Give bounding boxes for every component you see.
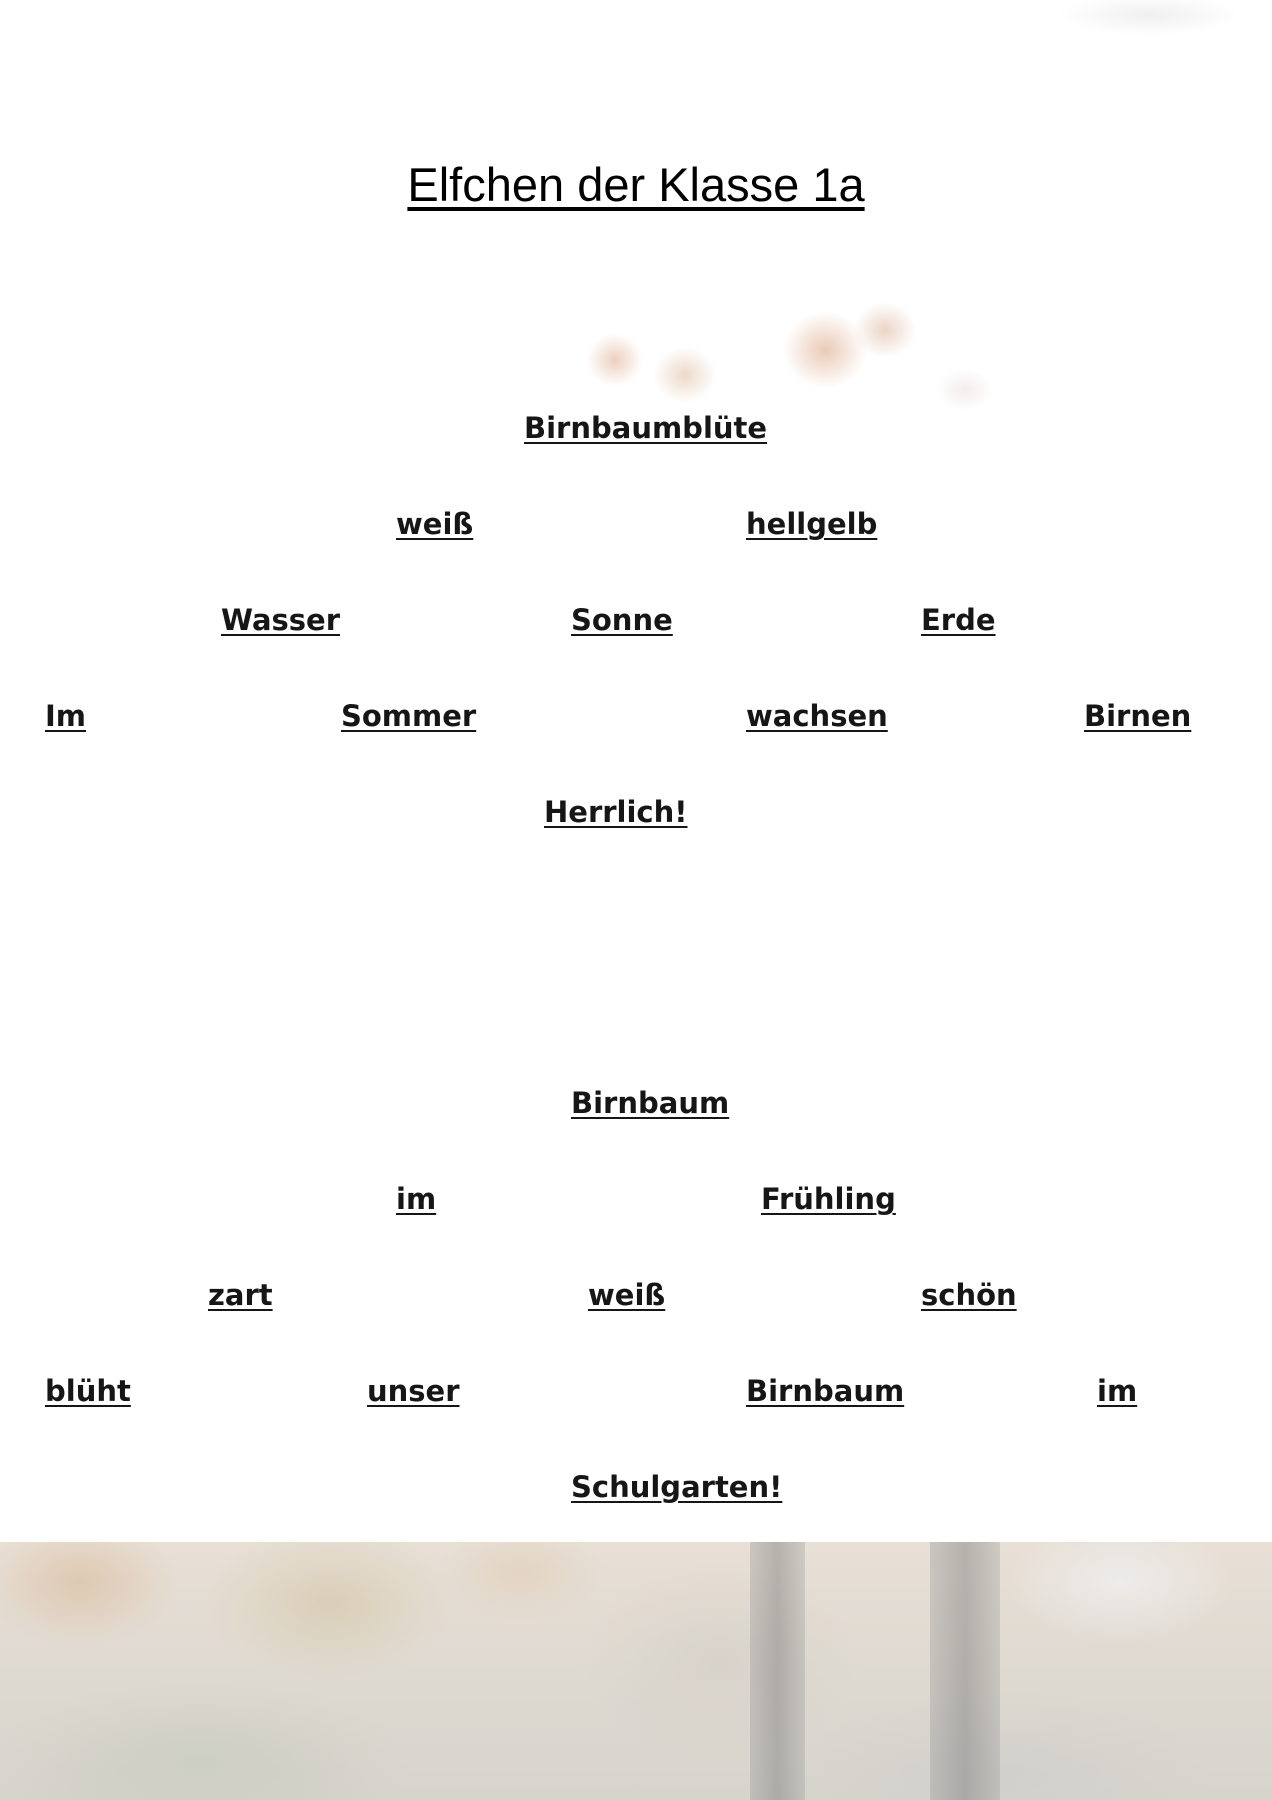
poem-1-line-4-word-2: Sommer [341,699,477,733]
background-photo-bottom [0,1542,1272,1800]
poem-2-line-3-word-3: schön [921,1278,1017,1312]
poem-2-line-4-word-4: im [1097,1374,1138,1408]
page-title: Elfchen der Klasse 1a [407,158,865,211]
poem-1-line-3-word-3: Erde [921,603,996,637]
poem-2-line-5-word-1: Schulgarten! [571,1470,783,1504]
background-tree-trunk [930,1542,1000,1800]
background-tree-trunk [750,1542,805,1800]
background-photo-top [585,300,1030,410]
poem-1-line-5-word-1: Herrlich! [544,795,688,829]
poem-1-line-4-word-4: Birnen [1084,699,1192,733]
poem-2-line-2-word-1: im [396,1182,437,1216]
poem-1-line-4-word-1: Im [45,699,87,733]
poem-2-line-2-word-2: Frühling [761,1182,896,1216]
poem-1-line-3-word-2: Sonne [571,603,673,637]
poem-2-line-4-word-1: blüht [45,1374,131,1408]
background-photo-corner [1000,0,1272,45]
poem-1-line-2-word-2: hellgelb [746,507,878,541]
poem-2-line-3-word-1: zart [208,1278,273,1312]
poem-2-line-1-word-1: Birnbaum [571,1086,730,1120]
poem-2-line-4-word-2: unser [367,1374,460,1408]
poem-1-line-2-word-1: weiß [396,507,474,541]
poem-2-line-3-word-2: weiß [588,1278,666,1312]
poem-2-line-4-word-3: Birnbaum [746,1374,905,1408]
poem-1-line-1-word-1: Birnbaumblüte [524,411,768,445]
poem-1-line-4-word-3: wachsen [746,699,888,733]
poem-1-line-3-word-1: Wasser [221,603,341,637]
